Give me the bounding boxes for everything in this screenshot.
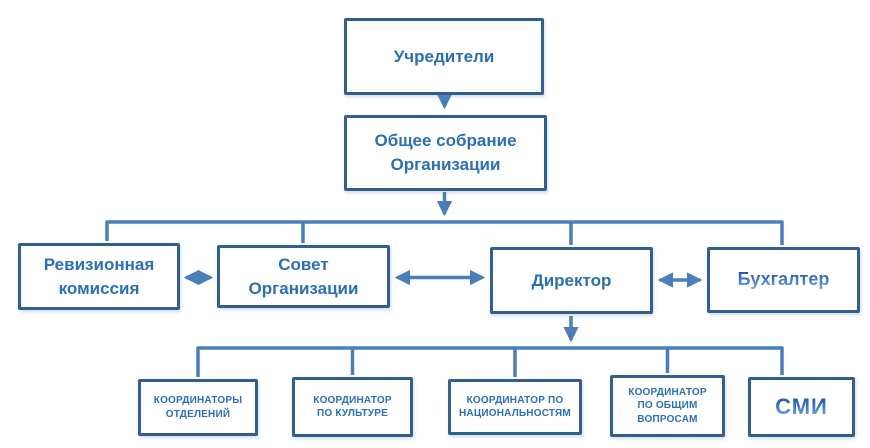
- node-organization-council-label: Совет Организации: [248, 254, 359, 298]
- node-director: Директор: [490, 247, 653, 314]
- node-coordinator-general-affairs-label: КООРДИНАТОР ПО ОБЩИМ ВОПРОСАМ: [628, 386, 707, 425]
- node-coordinator-nationalities: КООРДИНАТОР ПО НАЦИОНАЛЬНОСТЯМ: [448, 379, 582, 435]
- node-founders-label: Учредители: [393, 46, 495, 66]
- node-director-label: Директор: [531, 270, 612, 290]
- node-audit-commission: Ревизионная комиссия: [18, 243, 180, 310]
- node-organization-council: Совет Организации: [217, 245, 390, 308]
- bus-level3: [105, 220, 784, 245]
- node-coordinator-culture-label: КООРДИНАТОР ПО КУЛЬТУРЕ: [313, 394, 392, 420]
- bus-level4: [196, 346, 784, 377]
- node-media: СМИ: [748, 377, 855, 437]
- node-general-assembly-label: Общее собрание Организации: [374, 131, 517, 174]
- node-accountant-label: Бухгалтер: [738, 267, 830, 292]
- node-media-label: СМИ: [775, 392, 828, 423]
- node-general-assembly: Общее собрание Организации: [344, 115, 547, 191]
- node-coordinators-departments-label: КООРДИНАТОРЫ ОТДЕЛЕНИЙ: [153, 395, 243, 420]
- node-coordinator-nationalities-label: КООРДИНАТОР ПО НАЦИОНАЛЬНОСТЯМ: [459, 394, 571, 420]
- node-audit-commission-label: Ревизионная комиссия: [43, 254, 155, 298]
- node-coordinators-departments: КООРДИНАТОРЫ ОТДЕЛЕНИЙ: [138, 379, 258, 436]
- node-founders: Учредители: [344, 18, 544, 95]
- node-accountant: Бухгалтер: [707, 247, 860, 313]
- node-coordinator-general-affairs: КООРДИНАТОР ПО ОБЩИМ ВОПРОСАМ: [610, 375, 725, 437]
- node-coordinator-culture: КООРДИНАТОР ПО КУЛЬТУРЕ: [292, 377, 413, 437]
